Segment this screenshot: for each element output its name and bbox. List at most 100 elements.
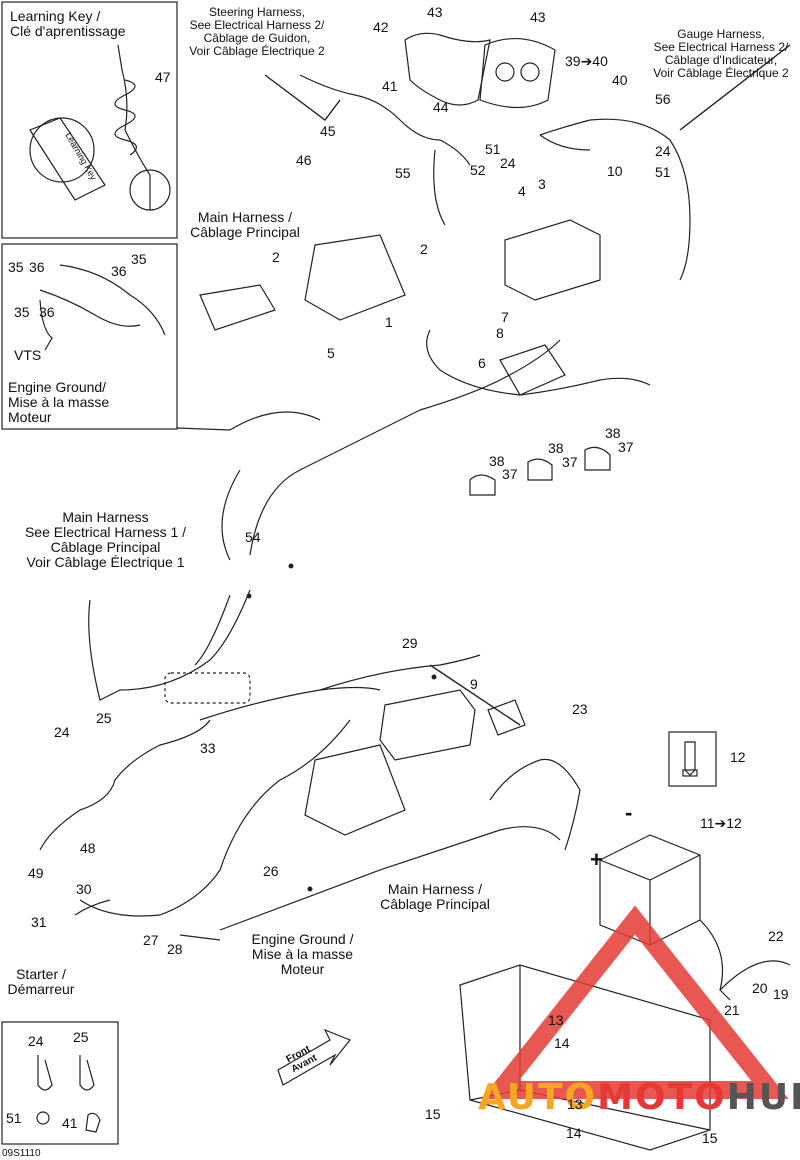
callout-21: 21 xyxy=(724,1002,740,1018)
callout-36b: 36 xyxy=(111,263,127,279)
callout-30: 30 xyxy=(76,881,92,897)
battery-plus: + xyxy=(590,847,603,872)
callout-24b: 24 xyxy=(655,143,671,159)
ecm-bracket-left xyxy=(199,284,276,331)
callout-3: 3 xyxy=(538,176,546,192)
callout-13a: 13 xyxy=(548,1012,564,1028)
callout-26: 26 xyxy=(263,863,279,879)
gauge-harness-label: Gauge Harness,See Electrical Harness 2/C… xyxy=(653,27,789,80)
watermark-logo: AUTOMOTOHUB xyxy=(478,1077,800,1118)
callout-37b: 37 xyxy=(562,454,578,470)
callout-23: 23 xyxy=(572,701,588,717)
callout-22: 22 xyxy=(768,928,784,944)
callout-38c: 38 xyxy=(605,425,621,441)
callout-25a: 25 xyxy=(96,710,112,726)
learning-key-detail-circle xyxy=(129,169,171,211)
callout-51a: 51 xyxy=(485,141,501,157)
front-arrow xyxy=(277,1028,351,1086)
callout-25b: 25 xyxy=(73,1029,89,1045)
callout-14b: 14 xyxy=(566,1125,582,1141)
callout-43a: 43 xyxy=(427,4,443,20)
learning-key-cord xyxy=(117,44,151,210)
callout-55: 55 xyxy=(395,165,411,181)
callout-43b: 43 xyxy=(530,9,546,25)
fuse-box-bottom xyxy=(304,744,406,836)
watermark-triangle xyxy=(481,905,789,1099)
callout-51b: 51 xyxy=(655,164,671,180)
callout-4: 4 xyxy=(518,183,526,199)
callout-10: 10 xyxy=(607,163,623,179)
learning-key-body xyxy=(29,117,106,201)
battery-minus: - xyxy=(625,800,633,825)
callout-46: 46 xyxy=(296,152,312,168)
callout-38a: 38 xyxy=(489,453,505,469)
gauge-cluster xyxy=(479,37,556,109)
hardware-12-inset xyxy=(668,731,717,787)
callout-13b: 13 xyxy=(567,1096,583,1112)
callout-37c: 37 xyxy=(618,439,634,455)
callout-44: 44 xyxy=(433,99,449,115)
callout-7: 7 xyxy=(501,309,509,325)
callout-20: 20 xyxy=(752,980,768,996)
callout-54: 54 xyxy=(245,529,261,545)
learning-key-label: Learning Key /Clé d'aprentissage xyxy=(10,8,126,39)
callout-45: 45 xyxy=(320,123,336,139)
callout-36a: 36 xyxy=(29,259,45,275)
callout-49: 49 xyxy=(28,865,44,881)
callout-47: 47 xyxy=(155,69,171,85)
learning-key-inset xyxy=(1,1,178,239)
callout-41b: 41 xyxy=(62,1115,78,1131)
callout-37a: 37 xyxy=(502,466,518,482)
callout-52: 52 xyxy=(470,162,486,178)
callout-8: 8 xyxy=(496,325,504,341)
callout-27: 27 xyxy=(143,932,159,948)
callout-2a: 2 xyxy=(272,249,280,265)
callout-14a: 14 xyxy=(554,1035,570,1051)
callout-35b: 35 xyxy=(131,251,147,267)
steering-harness-label: Steering Harness,See Electrical Harness … xyxy=(189,5,325,58)
callout-33: 33 xyxy=(200,740,216,756)
ecm-module-top xyxy=(504,219,601,301)
callout-19: 19 xyxy=(773,986,789,1002)
callout-6: 6 xyxy=(478,355,486,371)
callout-56: 56 xyxy=(655,91,671,107)
callout-40: 40 xyxy=(612,72,628,88)
callout-51c: 51 xyxy=(6,1110,22,1126)
callout-1: 1 xyxy=(385,314,393,330)
callout-35a: 35 xyxy=(8,259,24,275)
main-harness-bottom-label: Main Harness /Câblage Principal xyxy=(380,881,490,912)
engine-ground-inset xyxy=(1,243,178,430)
callout-24d: 24 xyxy=(28,1033,44,1049)
callout-12: 12 xyxy=(730,749,746,765)
callout-28: 28 xyxy=(167,941,183,957)
callout-41: 41 xyxy=(382,78,398,94)
callout-31: 31 xyxy=(31,914,47,930)
starter-solenoid xyxy=(487,699,526,736)
clips-inset xyxy=(1,1021,119,1145)
ecm-module-bottom xyxy=(379,689,476,761)
callout-24a: 24 xyxy=(500,155,516,171)
callout-5: 5 xyxy=(327,345,335,361)
vts-label: VTS xyxy=(14,347,42,363)
diagram-code: 09S1110 xyxy=(2,1148,41,1159)
callout-2b: 2 xyxy=(420,241,428,257)
callout-9: 9 xyxy=(470,676,478,692)
callout-24c: 24 xyxy=(54,724,70,740)
learning-key-magnifier xyxy=(29,117,95,183)
callout-38b: 38 xyxy=(548,440,564,456)
main-harness-upper xyxy=(249,339,561,556)
gauge-bezel xyxy=(404,32,491,106)
main-harness-top-label: Main Harness /Câblage Principal xyxy=(190,209,300,240)
callout-11-12: 11➔12 xyxy=(700,815,742,831)
fuse-box-bracket xyxy=(304,234,406,321)
callout-39-40: 39➔40 xyxy=(565,53,608,69)
voltage-regulator xyxy=(499,344,566,396)
callout-36c: 36 xyxy=(39,304,55,320)
callout-48: 48 xyxy=(80,840,96,856)
callout-35c: 35 xyxy=(14,304,30,320)
callout-15b: 15 xyxy=(702,1130,718,1146)
